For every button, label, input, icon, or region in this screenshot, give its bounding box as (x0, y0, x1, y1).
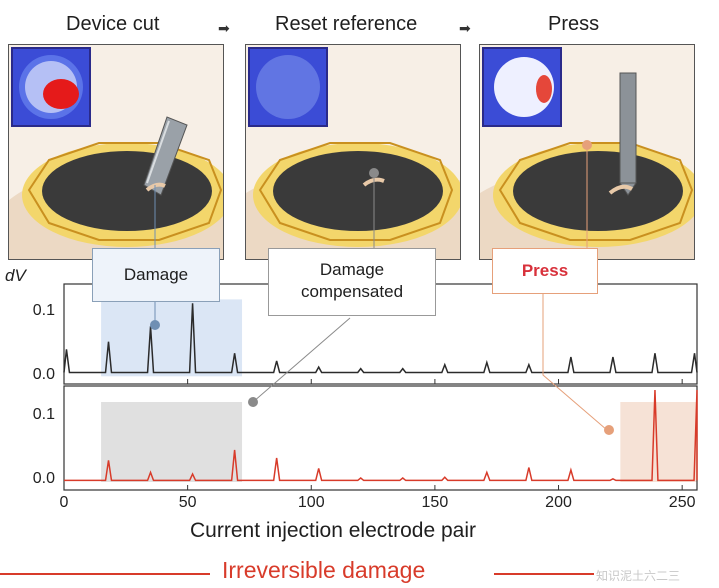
compensated-callout: Damage compensated (268, 248, 436, 316)
arrow-right-icon: ➡ (459, 20, 471, 36)
damage-highlight-region (101, 299, 243, 377)
press-marker-bottom (604, 425, 614, 435)
compensated-label-line2: compensated (300, 282, 404, 301)
press-callout-label: Press (521, 261, 569, 280)
compensated-connector-lower (252, 317, 351, 403)
top-ytick-0.1: 0.1 (32, 302, 55, 319)
compensated-marker-bottom (248, 397, 258, 407)
x-tick-label-0: 0 (59, 494, 69, 511)
damage-marker (150, 320, 160, 330)
bottom-plot-frame (63, 385, 698, 491)
press-connector-lower (542, 292, 608, 431)
x-tick-label-150: 150 (421, 494, 449, 511)
x-tick-label-100: 100 (297, 494, 325, 511)
bottom-series-line (64, 389, 698, 482)
heatmap-inset (248, 47, 328, 127)
bottom-ytick-0.1: 0.1 (32, 406, 55, 423)
footer-line-right (494, 573, 594, 575)
press-panel (479, 44, 695, 260)
step-title-reset-reference: Reset reference (275, 13, 418, 35)
heatmap-inset (11, 47, 91, 127)
step-title-press: Press (548, 13, 600, 35)
press-highlight-region (620, 402, 697, 482)
heatmap-inset (482, 47, 562, 127)
damage-callout-label: Damage (123, 265, 189, 284)
y-axis-label: dV (5, 266, 26, 285)
device-illustration (246, 142, 460, 259)
step-title-device-cut: Device cut (66, 13, 160, 35)
damage-callout: Damage (92, 248, 220, 302)
x-tick-label-50: 50 (178, 494, 197, 511)
x-tick-label-250: 250 (668, 494, 696, 511)
reset-reference-panel (245, 44, 461, 260)
device-illustration (9, 116, 223, 259)
x-tick-label-200: 200 (545, 494, 572, 511)
footer-title: Irreversible damage (222, 557, 426, 583)
x-axis-label: Current injection electrode pair (190, 519, 476, 542)
device-cut-panel (8, 44, 224, 260)
top-ytick-0.0: 0.0 (32, 366, 55, 383)
watermark: 知识泥土六二三 (596, 569, 681, 583)
compensated-highlight-region (101, 402, 243, 482)
bottom-ytick-0.0: 0.0 (32, 470, 55, 487)
arrow-right-icon: ➡ (218, 20, 230, 36)
compensated-label-line1: Damage (319, 260, 385, 279)
footer-line-left (0, 573, 210, 575)
press-callout: Press (492, 248, 598, 294)
